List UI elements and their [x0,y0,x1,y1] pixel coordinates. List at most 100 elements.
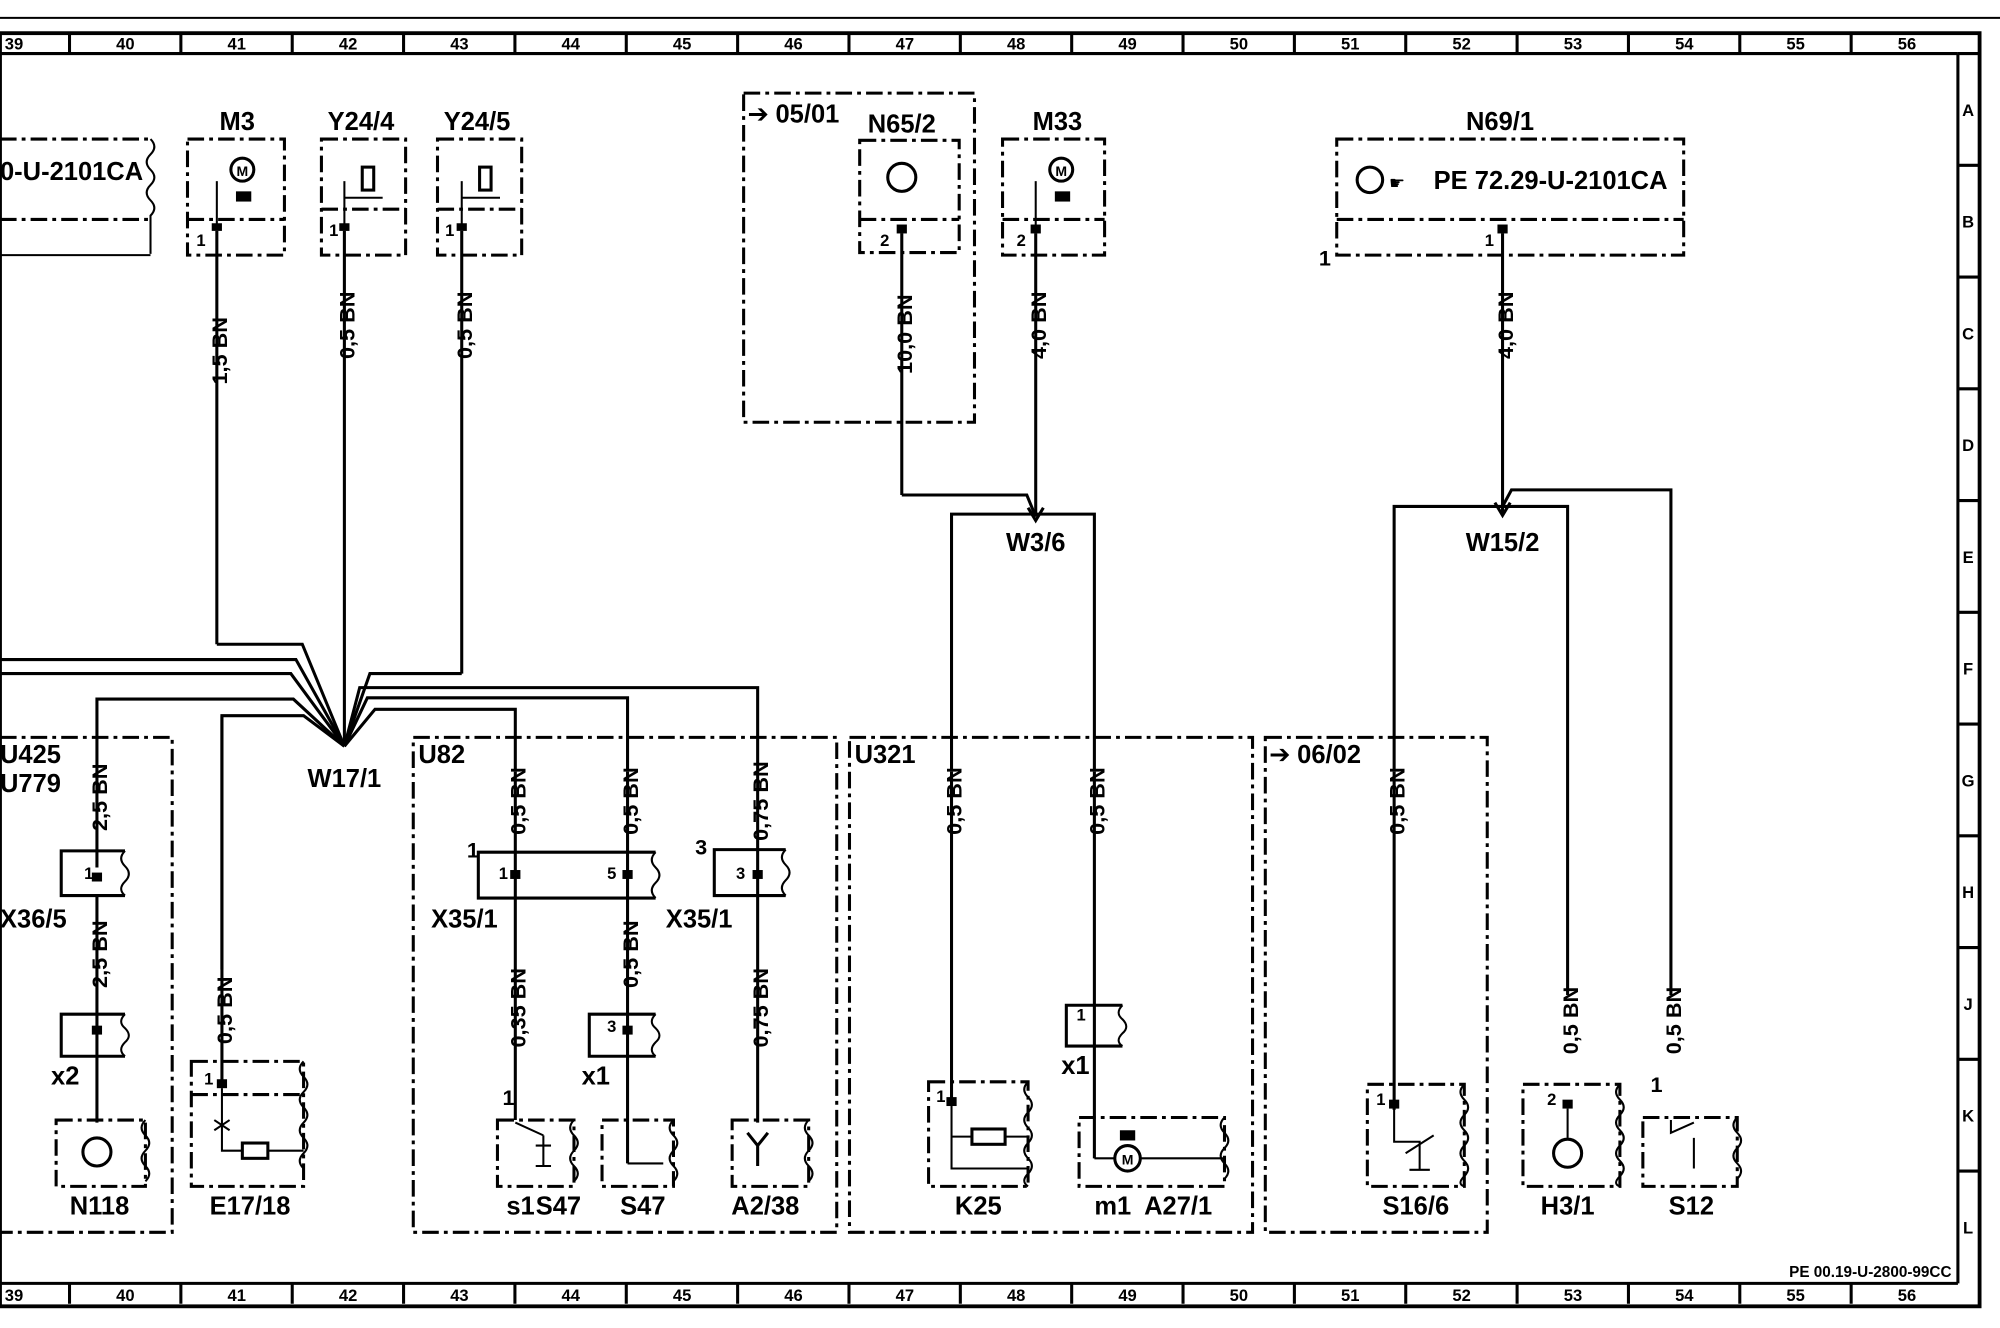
motor-icon [229,156,256,183]
x1-b-pin: 1 [1077,1006,1086,1025]
column-number: 55 [1786,35,1804,54]
x1-a-label: x1 [582,1062,610,1090]
column-number: 47 [896,1286,914,1305]
horn-icon [1552,1137,1584,1169]
column-number: 49 [1118,35,1136,54]
s47b-label: S47 [620,1192,665,1220]
n69-1-outer-pin: 1 [1319,245,1331,270]
s12-label: S12 [1669,1192,1714,1220]
relay-coil-icon [970,1127,1007,1146]
s12-wire-label: 0,5 BN [1661,987,1686,1054]
ref-0501-label: 05/01 [776,100,840,128]
switch-icon [1669,1120,1695,1169]
s47a-label: S47 [536,1192,581,1220]
reference-hand-icon: ☛ [1389,173,1405,193]
x1-b-label: x1 [1061,1052,1089,1080]
n69-1-label: N69/1 [1466,108,1534,136]
n65-2-pin: 2 [880,231,889,250]
s47-wire2-label: 0,35 BN [506,968,531,1048]
component-n69-1: N69/1 ☛ PE 72.29-U-2101CA 1 1 [1319,108,1686,270]
ref-arrow: ➔ [747,100,768,128]
component-m33: M33 M 2 [1001,108,1107,257]
y24-4-label: Y24/4 [328,108,395,136]
y24-5-pin: 1 [445,221,454,240]
column-number: 42 [339,35,357,54]
column-number: 56 [1898,35,1916,54]
column-number: 50 [1230,1286,1248,1305]
group-06-02: ➔ 06/02 [1263,735,1489,1234]
x35-1-b-outer-pin: 3 [695,835,707,860]
n65-2-wire-label: 10,0 BN [892,294,917,374]
column-number: 40 [116,1286,134,1305]
switch-icon [514,1121,552,1168]
column-number: 53 [1564,1286,1582,1305]
pump-icon [1355,165,1385,195]
column-number: 44 [562,1286,581,1305]
n118-label: N118 [70,1192,130,1220]
row-letter: H [1962,883,1974,902]
w17-1-bundle [0,642,760,970]
row-letter: A [1962,101,1974,120]
component-a27-1: M m1 A27/1 [1077,1115,1230,1220]
column-number: 43 [450,35,468,54]
k25-pin: 1 [936,1087,945,1106]
s1-label: s1 [506,1192,534,1220]
connector-x2: x2 [51,1012,130,1090]
column-number: 45 [673,1286,691,1305]
valve-icon [360,165,376,192]
m33-pin: 2 [1017,231,1026,250]
x35-1-b-label: X35/1 [666,905,733,933]
ref-arrow: ➔ [1269,741,1290,769]
row-letter: D [1962,436,1974,455]
m1-label: m1 [1094,1192,1131,1220]
column-number: 42 [339,1286,357,1305]
resistor-icon [240,1141,270,1160]
x35-1-pin5: 5 [607,864,616,883]
column-number: 52 [1452,35,1470,54]
n118-wire1-label: 2,5 BN [87,764,112,831]
column-number: 56 [1898,1286,1916,1305]
column-number: 51 [1341,35,1359,54]
column-number: 53 [1564,35,1582,54]
column-number: 43 [450,1286,468,1305]
u321-label: U321 [855,741,916,769]
column-number: 46 [784,35,802,54]
reference-code: PE 00.19-U-2800-99CC [1789,1264,1951,1281]
x36-5-label: X36/5 [0,905,67,933]
row-letter: C [1962,324,1974,343]
group-u82: U82 [411,735,839,1234]
s12-pin: 1 [1651,1072,1663,1097]
u779-label: U779 [0,770,61,798]
column-number: 51 [1341,1286,1359,1305]
x35-1-pin1: 1 [499,864,508,883]
y24-5-wire-label: 0,5 BN [452,292,477,359]
column-number: 39 [5,1286,23,1305]
column-number: 48 [1007,1286,1025,1305]
component-h3-1: 2 H3/1 [1521,1082,1625,1220]
e17-18-pin: 1 [204,1069,213,1088]
component-n118: N118 [54,1118,151,1220]
column-number: 45 [673,35,691,54]
column-number: 55 [1786,1286,1804,1305]
y24-4-wire-label: 0,5 BN [335,292,360,359]
connector-x35-1-a: 1 1 5 X35/1 [431,837,661,933]
w15-2-splice [1392,488,1673,996]
column-number: 48 [1007,35,1025,54]
led-icon [213,1119,231,1132]
component-a2-38: A2/38 [730,1118,814,1220]
component-y24-5: Y24/5 1 [435,108,524,257]
ref-0602-label: 06/02 [1297,741,1361,769]
x36-5-pin: 1 [84,864,93,883]
a2-38-wire2-label: 0,75 BN [748,968,773,1048]
m3-wire-label: 1,5 BN [207,317,232,384]
connector-x35-1-b: 3 3 X35/1 [666,835,791,933]
switch-icon [1393,1108,1435,1171]
s47b-wire1-label: 0,5 BN [618,767,643,834]
column-number: 50 [1230,35,1248,54]
n118-wire2-label: 2,5 BN [87,920,112,987]
row-letter: K [1962,1107,1974,1126]
connector-x1-b: 1 x1 [1061,1003,1128,1080]
m33-label: M33 [1033,108,1083,136]
